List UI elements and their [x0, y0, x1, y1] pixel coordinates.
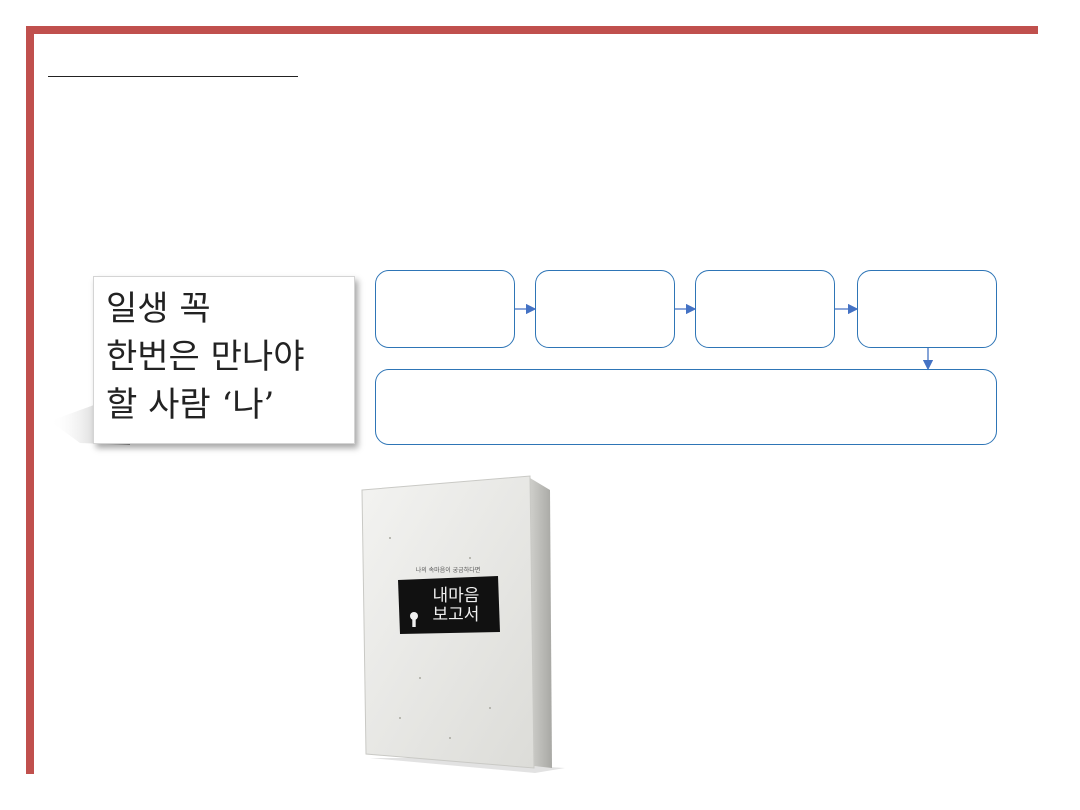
title-underline [48, 76, 298, 77]
frame-top-bar [26, 26, 1038, 34]
flow-result-box [375, 369, 997, 445]
callout-box: 일생 꼭 한번은 만나야 할 사람 ‘나’ [93, 276, 355, 444]
flow-step-4 [857, 270, 997, 348]
callout-line-1: 일생 꼭 [106, 289, 211, 329]
frame-left-bar [26, 26, 34, 774]
callout-line-2: 한번은 만나야 [106, 337, 305, 377]
flow-step-2 [535, 270, 675, 348]
book-image: 나의 속마음이 궁금하다면 내마음 보고서 [361, 475, 565, 773]
book-cover-title-line1: 내마음 [433, 586, 480, 606]
flow-step-1 [375, 270, 515, 348]
callout-line-3: 할 사람 ‘나’ [106, 385, 275, 425]
book-cover-label [398, 576, 500, 634]
book-cover-title-line2: 보고서 [433, 605, 480, 625]
keyhole-icon [410, 612, 418, 620]
flow-step-3 [695, 270, 835, 348]
book-cover-small-text: 나의 속마음이 궁금하다면 [416, 566, 481, 574]
